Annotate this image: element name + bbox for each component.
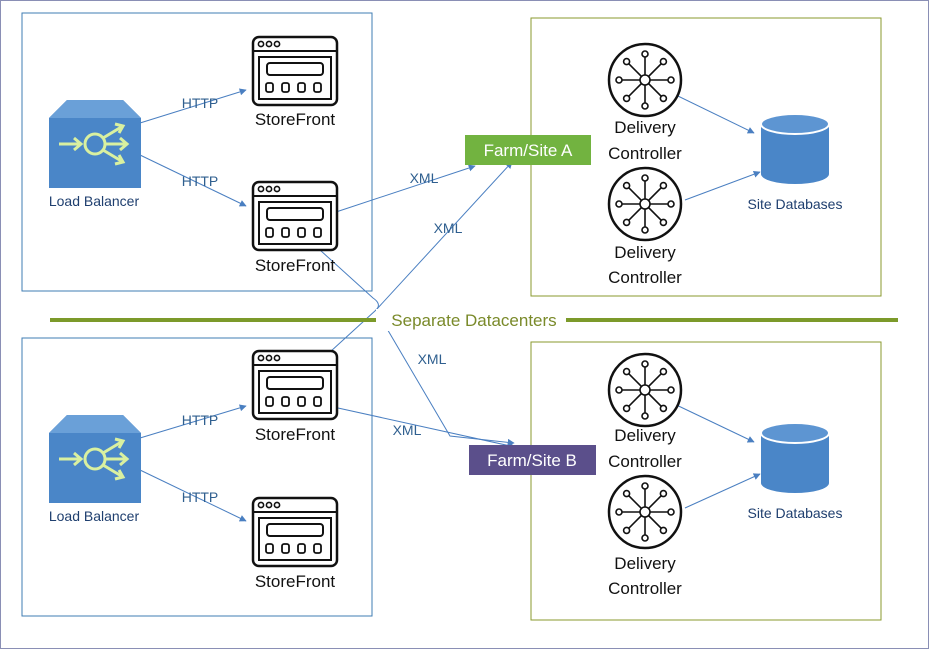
delivery-controller-label: Controller xyxy=(608,268,682,287)
datacenter-b-farm-box xyxy=(530,341,882,621)
site-databases-label: Site Databases xyxy=(748,196,843,212)
delivery-controller-label: Delivery xyxy=(614,554,676,573)
storefront-label: StoreFront xyxy=(255,256,336,275)
divider-label-bg xyxy=(376,309,566,331)
delivery-controller-icon xyxy=(607,474,683,550)
storefront-icon xyxy=(251,180,339,252)
delivery-controller-icon xyxy=(607,352,683,428)
xml-label: XML xyxy=(434,220,463,236)
http-label: HTTP xyxy=(182,412,219,428)
dc-db-link-b2 xyxy=(684,473,761,509)
load-balancer-icon xyxy=(47,98,143,190)
delivery-controller-icon xyxy=(607,42,683,118)
storefront-icon xyxy=(251,496,339,568)
delivery-controller-icon xyxy=(607,166,683,242)
database-icon xyxy=(760,113,830,185)
http-label: HTTP xyxy=(182,95,219,111)
datacenter-b-storefront-box xyxy=(21,337,373,617)
storefront-icon xyxy=(251,349,339,421)
delivery-controller-label: Delivery xyxy=(614,426,676,445)
xml-label: XML xyxy=(393,422,422,438)
site-databases-label: Site Databases xyxy=(748,505,843,521)
farm-b-badge xyxy=(469,445,596,475)
divider-label: Separate Datacenters xyxy=(391,311,556,330)
storefront-label: StoreFront xyxy=(255,425,336,444)
datacenter-a-storefront-box xyxy=(21,12,373,292)
xml-label: XML xyxy=(410,170,439,186)
http-label: HTTP xyxy=(182,489,219,505)
http-link-a2 xyxy=(139,154,247,207)
farm-b-label: Farm/Site B xyxy=(487,451,577,470)
storefront-label: StoreFront xyxy=(255,572,336,591)
storefront-label: StoreFront xyxy=(255,110,336,129)
xml-link-a-local xyxy=(335,164,476,213)
farm-a-badge xyxy=(465,135,591,165)
database-icon xyxy=(760,422,830,494)
http-link-b2 xyxy=(139,469,247,522)
delivery-controller-label: Delivery xyxy=(614,118,676,137)
xml-label: XML xyxy=(418,351,447,367)
delivery-controller-label: Controller xyxy=(608,579,682,598)
delivery-controller-label: Controller xyxy=(608,144,682,163)
xml-link-b-local xyxy=(337,407,516,450)
http-link-a1 xyxy=(139,88,247,124)
storefront-icon xyxy=(251,35,339,107)
delivery-controller-label: Delivery xyxy=(614,243,676,262)
load-balancer-icon xyxy=(47,413,143,505)
http-label: HTTP xyxy=(182,173,219,189)
load-balancer-label: Load Balancer xyxy=(49,193,140,209)
delivery-controller-label: Controller xyxy=(608,452,682,471)
http-link-b1 xyxy=(139,404,247,439)
farm-a-label: Farm/Site A xyxy=(484,141,573,160)
dc-db-link-a2 xyxy=(684,170,761,201)
load-balancer-label: Load Balancer xyxy=(49,508,140,524)
